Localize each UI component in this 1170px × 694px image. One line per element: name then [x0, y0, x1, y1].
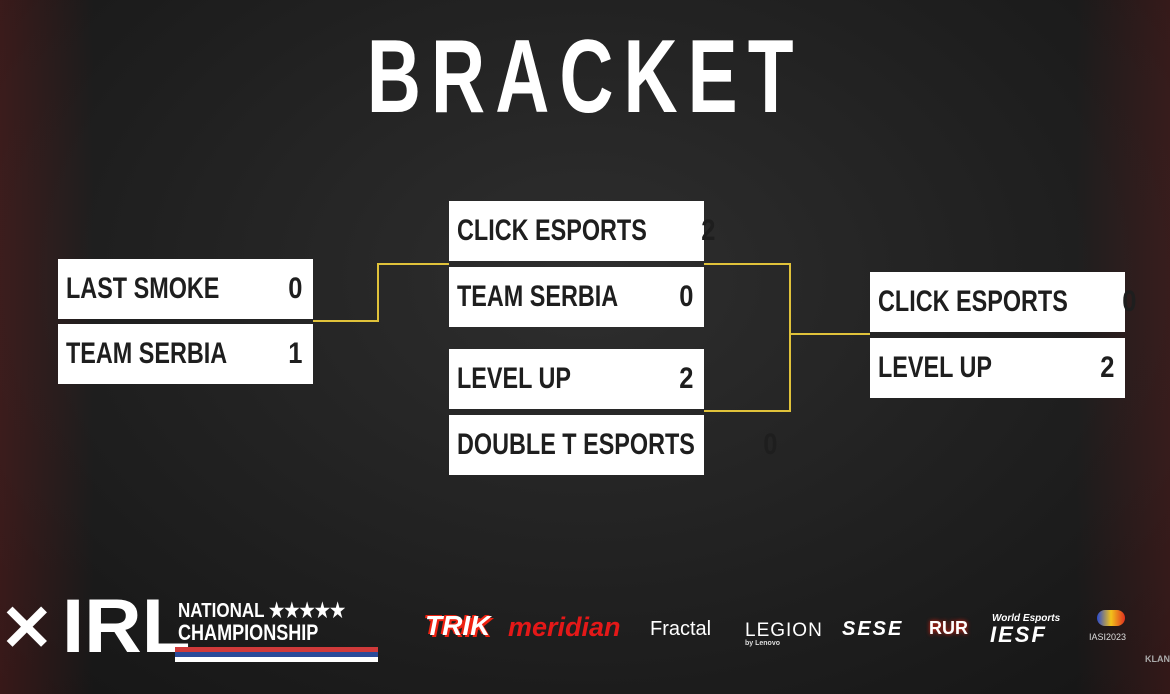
team-score: 0 [679, 280, 694, 313]
event-line1-text: NATIONAL [178, 600, 265, 622]
team-name: TEAM SERBIA [457, 280, 619, 313]
sponsor-rur: RUR [929, 618, 968, 638]
team-name: TEAM SERBIA [66, 337, 228, 370]
page-title: BRACKET [0, 18, 1170, 137]
sponsor-fractal: Fractal [650, 618, 712, 640]
team-slot[interactable]: CLICK ESPORTS 0 [870, 272, 1137, 332]
team-score: 0 [763, 428, 778, 461]
connector-line [313, 320, 379, 322]
team-slot[interactable]: TEAM SERBIA 0 [449, 267, 704, 327]
sponsor-lenovo: by Lenovo [745, 640, 781, 647]
sponsor-iasi2023: IASI2023 [1089, 632, 1127, 642]
sponsor-meridian: meridian [508, 612, 621, 642]
event-line2: CHAMPIONSHIP [178, 620, 319, 645]
sponsor-sese: SESE [842, 618, 904, 640]
irl-mark: IRL [62, 584, 191, 669]
team-score: 2 [679, 362, 694, 395]
team-score: 2 [701, 214, 716, 247]
connector-line [789, 263, 791, 412]
team-name: LEVEL UP [878, 351, 993, 384]
flag-stripes [175, 647, 378, 662]
title-text: BRACKET [366, 19, 804, 135]
team-slot[interactable]: DOUBLE T ESPORTS 0 [449, 415, 777, 475]
sponsor-iesf: IESF [990, 622, 1047, 647]
sponsor-trik: TRIK [425, 610, 491, 641]
team-slot[interactable]: TEAM SERBIA 1 [58, 324, 313, 384]
team-name: DOUBLE T ESPORTS [457, 428, 695, 461]
connector-line [704, 410, 791, 412]
iasi-bull-icon [1097, 610, 1125, 626]
connector-line [704, 263, 791, 265]
stars-icon: ★★★★★ [268, 600, 346, 622]
connector-line [377, 263, 449, 265]
sponsor-world-esports: World Esports [992, 613, 1061, 624]
sponsor-legion: LEGION [745, 620, 823, 641]
sponsor-footer: ✕ IRL NATIONAL ★★★★★ CHAMPIONSHIP TRIK m… [0, 588, 1170, 666]
connector-line [789, 333, 870, 335]
team-score: 1 [288, 337, 303, 370]
team-name: CLICK ESPORTS [878, 285, 1068, 318]
connector-line [377, 263, 379, 322]
team-slot[interactable]: CLICK ESPORTS 2 [449, 201, 716, 261]
team-slot[interactable]: LAST SMOKE 0 [58, 259, 313, 319]
team-name: CLICK ESPORTS [457, 214, 647, 247]
team-score: 2 [1100, 351, 1115, 384]
irl-x-logo-icon: ✕ [0, 592, 54, 664]
team-slot[interactable]: LEVEL UP 2 [870, 338, 1125, 398]
team-score: 0 [1122, 285, 1137, 318]
team-name: LAST SMOKE [66, 272, 220, 305]
event-line1: NATIONAL ★★★★★ [178, 598, 345, 623]
sponsor-klan: KLAN [1145, 654, 1170, 664]
team-score: 0 [288, 272, 303, 305]
team-name: LEVEL UP [457, 362, 572, 395]
team-slot[interactable]: LEVEL UP 2 [449, 349, 704, 409]
